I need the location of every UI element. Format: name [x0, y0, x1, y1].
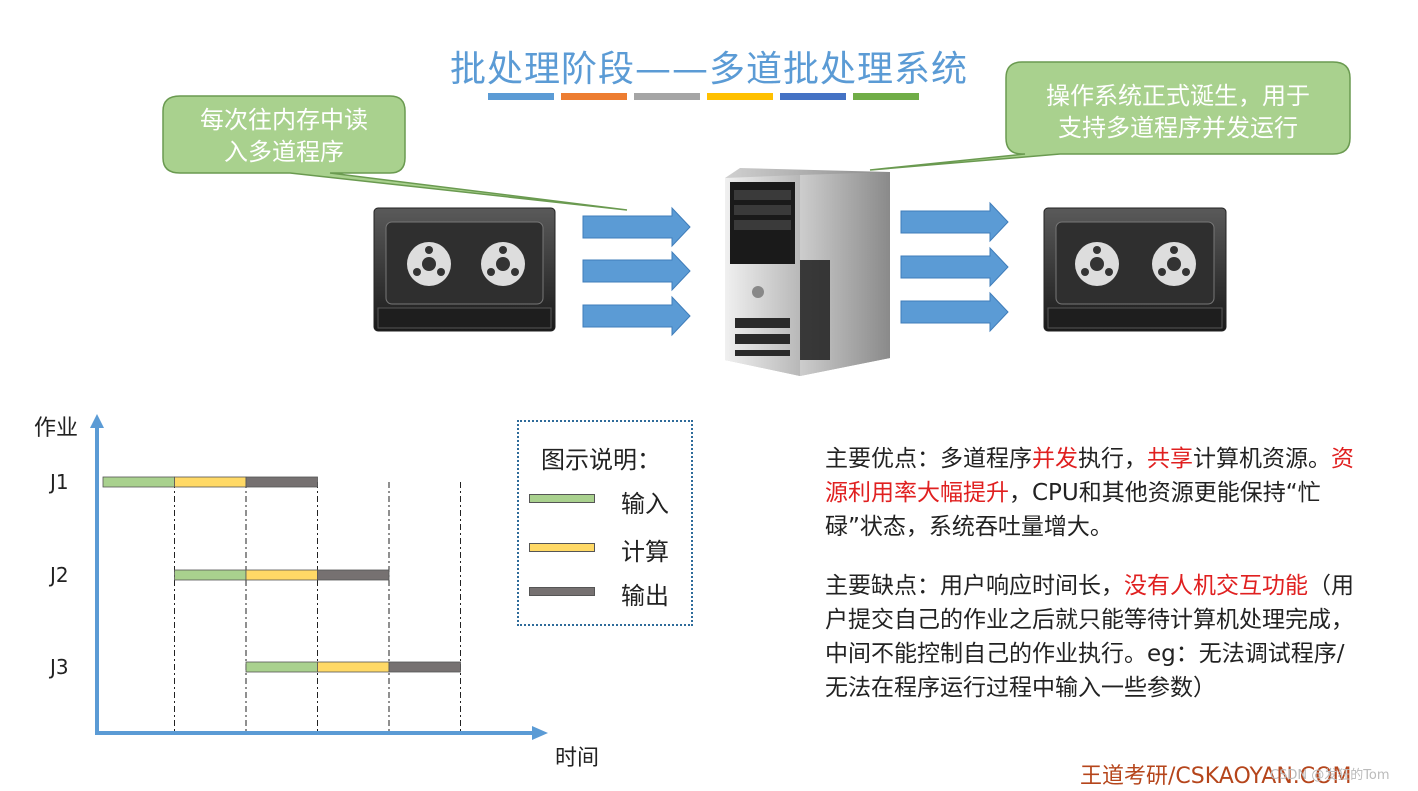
- server-tower-icon: [725, 168, 890, 376]
- callout-right: [869, 61, 1351, 171]
- callout-left-line2: 入多道程序: [224, 138, 344, 166]
- title-color-bar: [488, 93, 554, 100]
- x-axis-label: 时间: [555, 746, 600, 771]
- title-color-bar: [780, 93, 846, 100]
- dis-text-1: 主要缺点：用户响应时间长，: [825, 573, 1124, 599]
- legend-label-compute: 计算: [621, 538, 669, 566]
- adv-text-2: 执行，: [1078, 446, 1147, 472]
- legend-title: 图示说明：: [541, 446, 661, 474]
- title-color-bar: [561, 93, 627, 100]
- callout-left: [162, 95, 628, 211]
- dis-highlight-1: 没有人机交互功能: [1124, 573, 1308, 599]
- disadvantages-text: 主要缺点：用户响应时间长，没有人机交互功能（用户提交自己的作业之后就只能等待计算…: [825, 569, 1365, 705]
- legend-swatch-output: [529, 587, 595, 596]
- legend-label-input: 输入: [621, 490, 669, 518]
- job-label-j1: J1: [50, 470, 69, 494]
- watermark: CSDN @发狂的Tom: [1270, 768, 1390, 783]
- adv-text-1: 主要优点：多道程序: [825, 446, 1032, 472]
- job-label-j2: J2: [50, 563, 69, 587]
- advantages-text: 主要优点：多道程序并发执行，共享计算机资源。资源利用率大幅提升，CPU和其他资源…: [825, 442, 1365, 544]
- chart-axes: [90, 414, 548, 740]
- title-color-bar: [634, 93, 700, 100]
- brand-footer: 王道考研/CSKAOYAN.COM: [1080, 764, 1352, 789]
- callout-left-text: 每次往内存中读 入多道程序: [165, 104, 403, 168]
- gantt-bar-j1: [102, 476, 175, 488]
- gantt-bar-j2: [317, 569, 390, 581]
- gantt-bar-j3: [388, 661, 461, 673]
- batch-diagram: [162, 61, 1351, 376]
- adv-text-3: 计算机资源。: [1193, 446, 1331, 472]
- adv-highlight-1: 并发: [1032, 446, 1078, 472]
- legend: 图示说明： 输入 计算 输出: [517, 420, 693, 626]
- callout-right-line2: 支持多道程序并发运行: [1058, 114, 1298, 142]
- adv-text-4: ，CPU和其他资源更能保持“忙碌”状态，系统吞吐量增大。: [825, 480, 1321, 540]
- gantt-bar-j3: [317, 661, 390, 673]
- gantt-bar-j1: [174, 476, 247, 488]
- dis-text-2: （用户提交自己的作业之后就只能等待计算机处理完成，中间不能控制自己的作业执行。e…: [825, 573, 1354, 701]
- gantt-bar-j2: [245, 569, 318, 581]
- y-axis-label: 作业: [34, 416, 79, 441]
- title-color-bar: [707, 93, 773, 100]
- gantt-bar-j1: [245, 476, 318, 488]
- callout-right-text: 操作系统正式诞生，用于 支持多道程序并发运行: [1008, 80, 1348, 144]
- page-title: 批处理阶段——多道批处理系统: [449, 49, 968, 90]
- adv-highlight-2: 共享: [1147, 446, 1193, 472]
- tape-drive-icon: [373, 207, 556, 332]
- callout-left-line1: 每次往内存中读: [200, 106, 368, 134]
- callout-right-line1: 操作系统正式诞生，用于: [1046, 82, 1310, 110]
- gantt-bar-j3: [245, 661, 318, 673]
- legend-swatch-compute: [529, 543, 595, 552]
- gantt-chart: [90, 414, 548, 740]
- gantt-bar-j2: [174, 569, 247, 581]
- right-arrow-icon: [582, 201, 1009, 337]
- legend-swatch-input: [529, 494, 595, 503]
- legend-label-output: 输出: [621, 582, 669, 610]
- job-label-j3: J3: [50, 655, 69, 679]
- tape-drive-icon: [1043, 207, 1227, 332]
- adv-highlight-3: 资源利用率大幅提升: [825, 446, 1354, 506]
- title-color-bar: [853, 93, 919, 100]
